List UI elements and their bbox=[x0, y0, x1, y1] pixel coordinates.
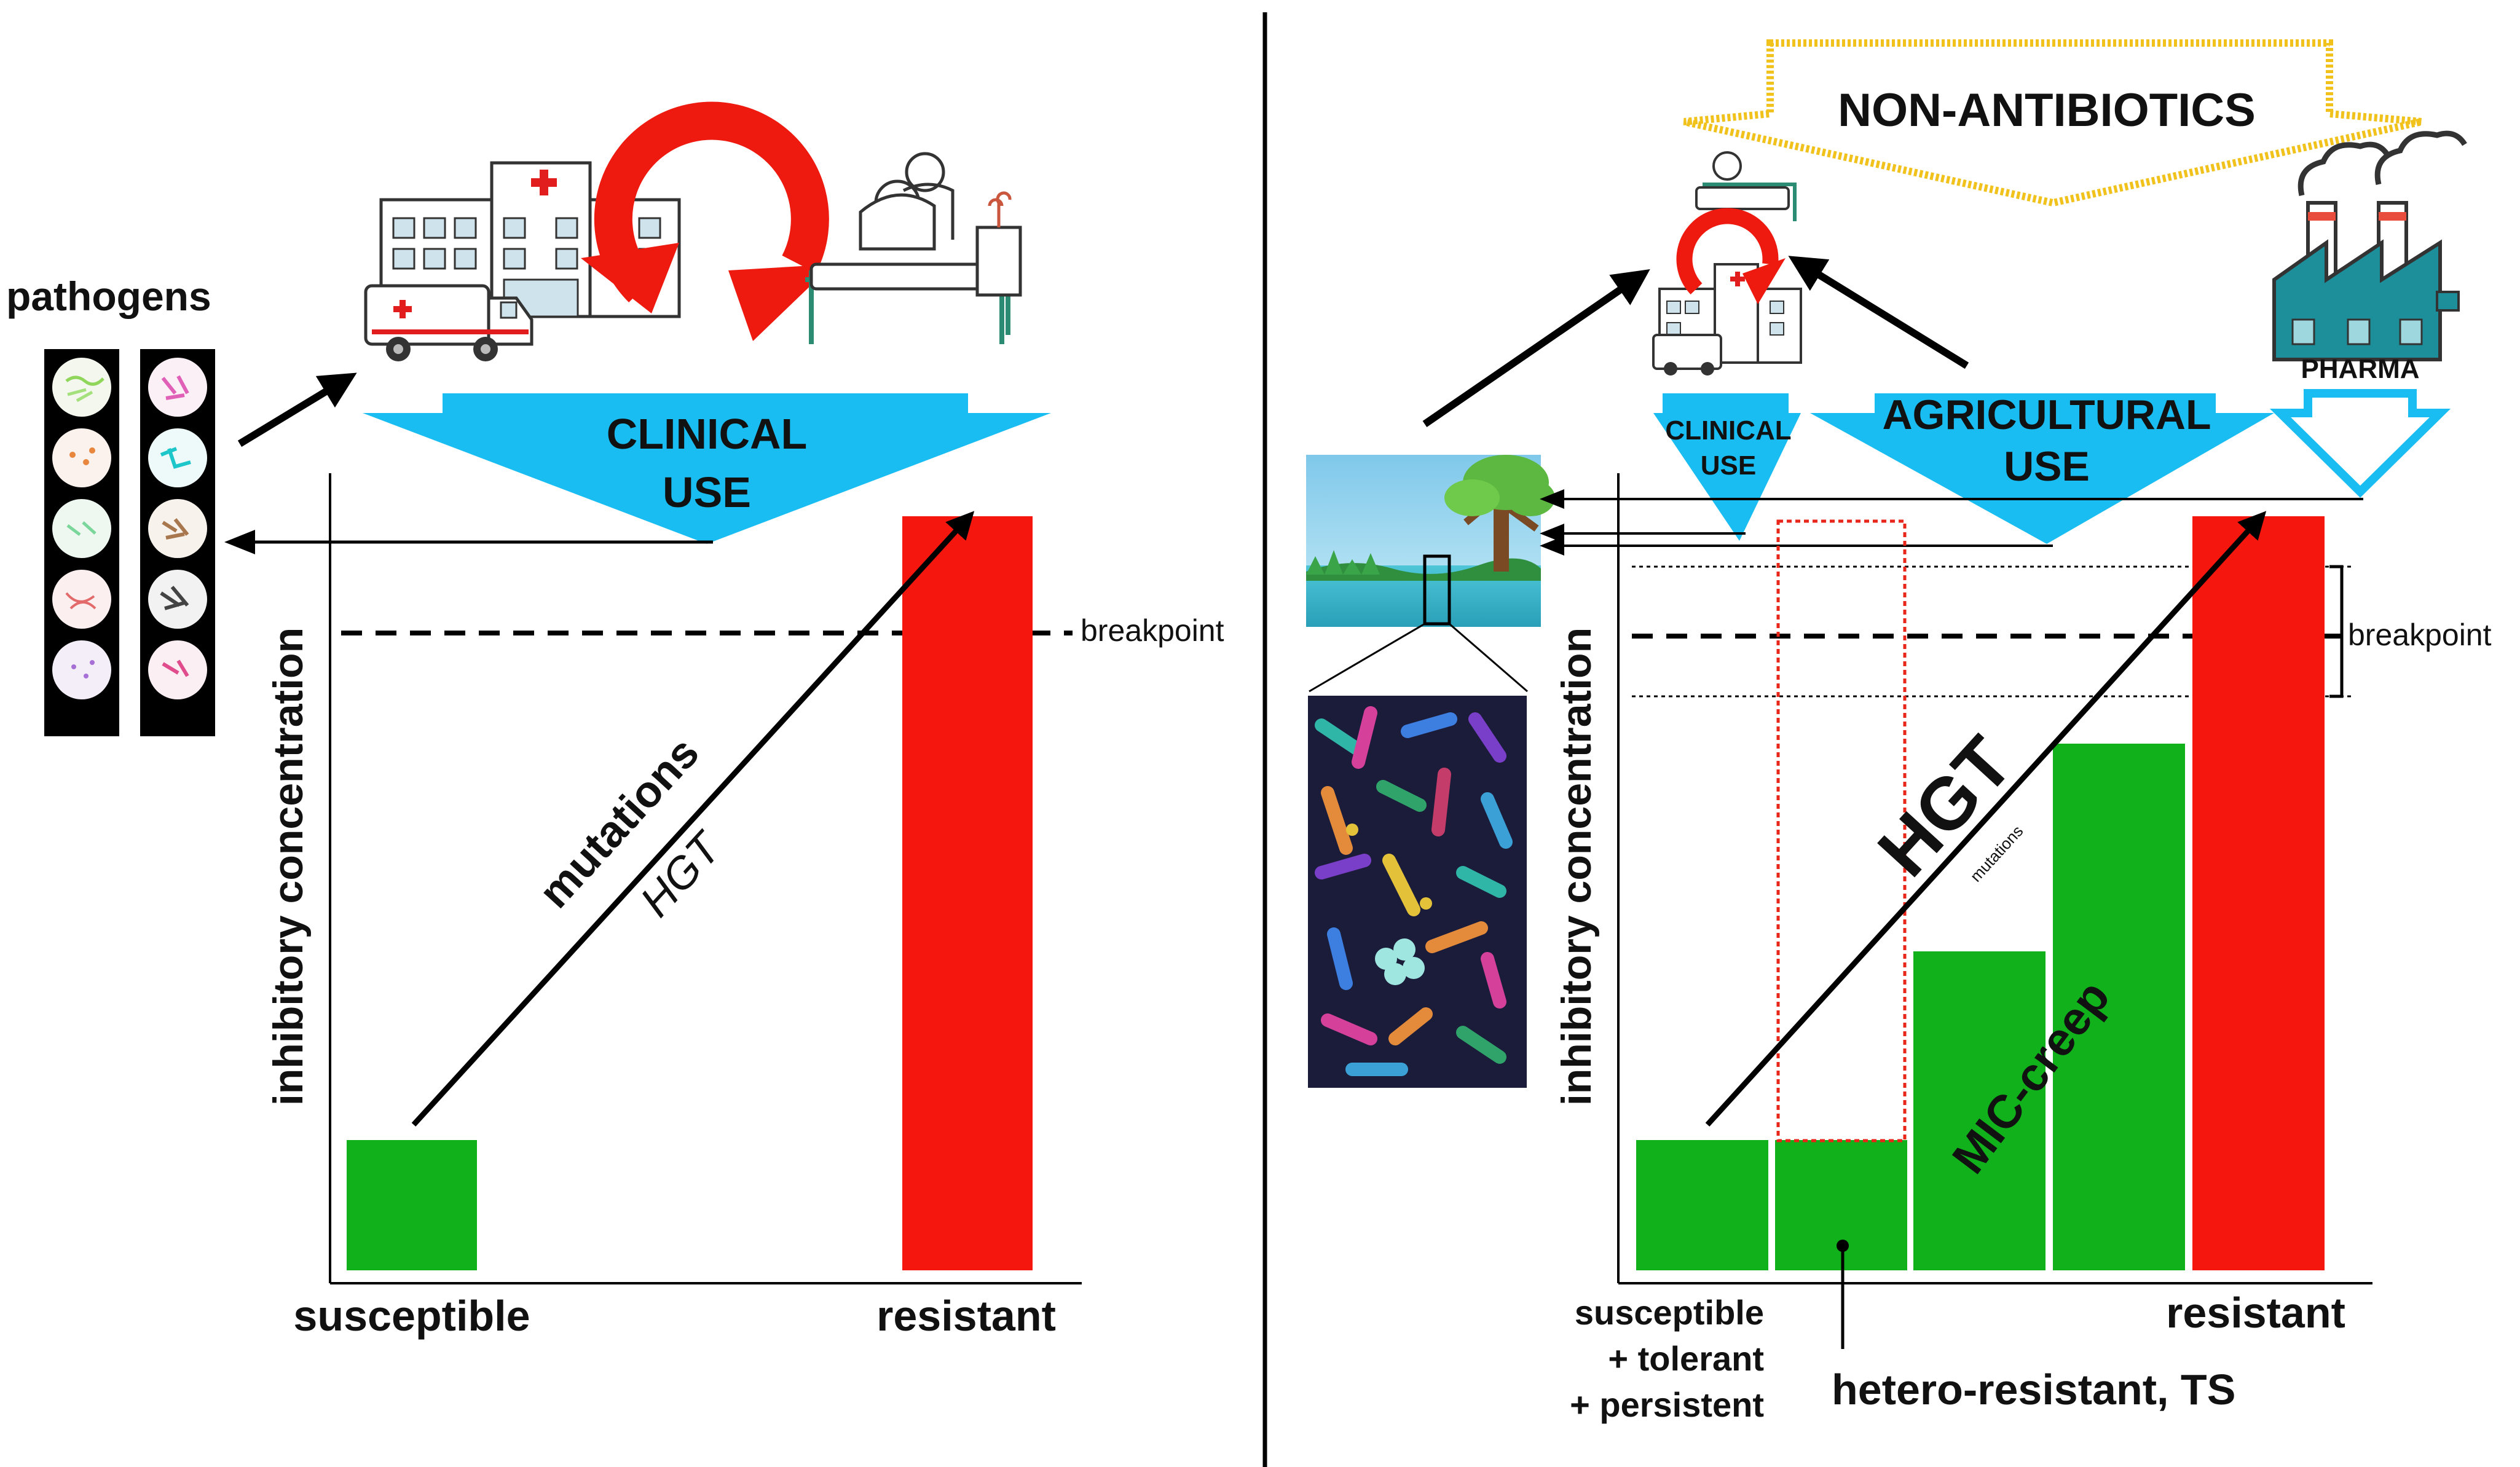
agricultural-use-line2: USE bbox=[2004, 443, 2090, 490]
left-panel: pathogens bbox=[6, 101, 1224, 1340]
clinical-use-label-line1: CLINICAL bbox=[607, 410, 808, 458]
environment-to-hospital-arrow bbox=[1422, 269, 1650, 427]
non-antibiotics-arrow bbox=[1683, 39, 2423, 207]
zoom-line-left bbox=[1309, 623, 1425, 693]
x-label-tolerant: + tolerant bbox=[1608, 1339, 1764, 1378]
breakpoint-label-right: breakpoint bbox=[2348, 618, 2492, 652]
agricultural-use-line1: AGRICULTURAL bbox=[1882, 391, 2211, 438]
clinical-use-arrow bbox=[363, 393, 1051, 544]
zoom-line-right bbox=[1449, 623, 1528, 693]
pharma-factory-icon bbox=[2272, 130, 2467, 361]
evolution-arrow bbox=[411, 511, 975, 1127]
x-label-resistant-right: resistant bbox=[2166, 1289, 2345, 1337]
pharma-label: PHARMA bbox=[2301, 354, 2419, 384]
agriculture-to-hospital-arrow bbox=[1788, 256, 1969, 369]
breakpoint-label: breakpoint bbox=[1081, 613, 1224, 648]
environment-image bbox=[1306, 455, 1555, 627]
pathogen-strip-1 bbox=[44, 349, 119, 736]
clinical-use-small-line1: CLINICAL bbox=[1665, 415, 1791, 446]
hgt-label-right: HGT bbox=[1862, 722, 2028, 892]
patient-bed-icon bbox=[805, 152, 1022, 344]
non-antibiotics-label: NON-ANTIBIOTICS bbox=[1838, 84, 2256, 136]
breakpoint-bracket bbox=[2329, 565, 2344, 698]
x-label-susceptible: susceptible bbox=[293, 1292, 530, 1340]
pathogen-strip-2 bbox=[140, 349, 215, 736]
microbiome-image bbox=[1308, 696, 1527, 1088]
y-axis-label: inhibitory concentration bbox=[265, 627, 312, 1106]
susceptible-bar bbox=[347, 1140, 477, 1270]
pathogens-label: pathogens bbox=[6, 273, 211, 319]
clinical-recycle-icon bbox=[581, 101, 833, 341]
y-axis-label-right: inhibitory concentration bbox=[1553, 627, 1600, 1106]
x-label-resistant: resistant bbox=[876, 1292, 1056, 1340]
bar-mic-creep-2 bbox=[2053, 744, 2185, 1270]
right-panel: NON-ANTIBIOTICS bbox=[1306, 39, 2492, 1424]
x-label-persistent: + persistent bbox=[1570, 1385, 1764, 1424]
pathogens-to-hospital-arrow bbox=[237, 372, 357, 447]
clinical-use-small-line2: USE bbox=[1701, 450, 1756, 481]
clinical-use-label-line2: USE bbox=[663, 468, 751, 516]
clinical-use-arrow-small bbox=[1653, 393, 1801, 541]
resistant-bar bbox=[902, 516, 1033, 1270]
bar-resistant-right bbox=[2192, 516, 2325, 1270]
bar-mic-creep-1 bbox=[1913, 951, 2046, 1270]
bar-susceptible-tolerant bbox=[1636, 1140, 1768, 1270]
small-hospital-icon bbox=[1652, 151, 1802, 376]
agricultural-use-arrow bbox=[1810, 393, 2274, 544]
hetero-resistant-label: hetero-resistant, TS bbox=[1832, 1366, 2235, 1414]
pharma-use-arrow bbox=[2269, 389, 2451, 498]
hetero-resistant-box bbox=[1776, 519, 1907, 1143]
evolution-arrow-right bbox=[1705, 511, 2267, 1127]
x-label-susceptible-right: susceptible bbox=[1575, 1293, 1764, 1332]
